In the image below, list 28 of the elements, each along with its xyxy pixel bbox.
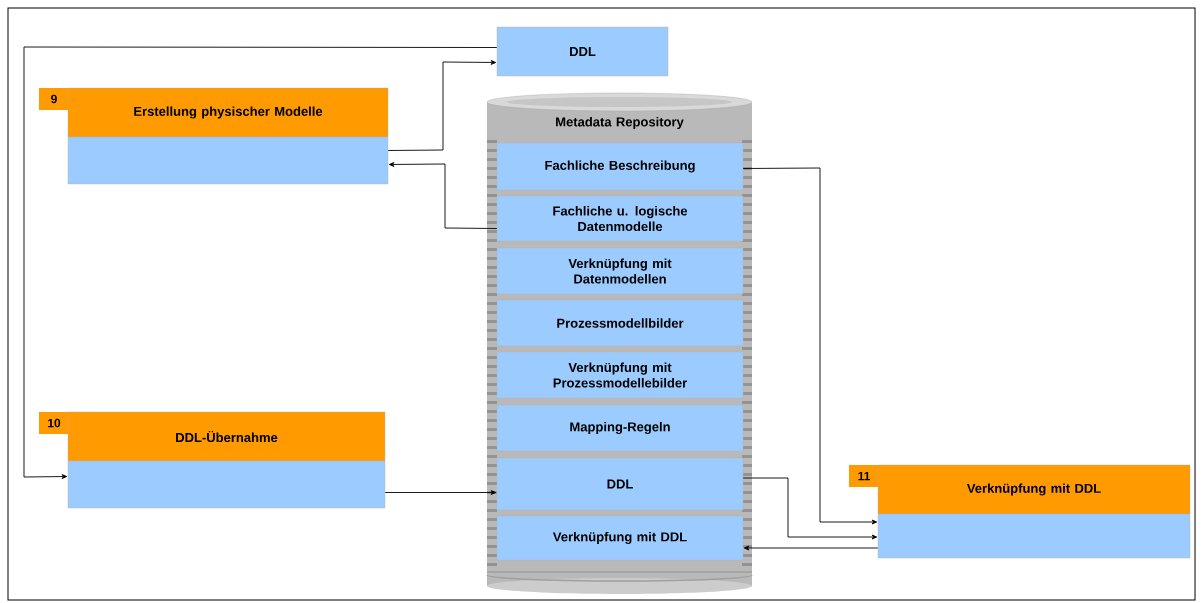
repository-item: Fachliche Beschreibung	[496, 142, 744, 191]
arrow	[743, 545, 879, 551]
header-box: DDL-Übernahme	[67, 411, 386, 462]
number-badge: 10	[39, 412, 69, 434]
arrow	[388, 162, 498, 229]
label-box	[67, 136, 389, 185]
repository-item: Fachliche u. logische Datenmodelle	[496, 195, 744, 242]
repository-item: Verknüpfung mit Prozessmodellebilder	[496, 351, 744, 399]
repository-item: DDL	[496, 457, 744, 511]
label-box: DDL	[496, 26, 669, 77]
arrow	[387, 60, 497, 151]
header-box: Erstellung physischer Modelle	[67, 87, 389, 138]
label-box	[877, 513, 1191, 559]
header-box: Verknüpfung mit DDL	[877, 464, 1191, 515]
number-badge: 11	[849, 465, 879, 487]
node-label: 11	[858, 471, 871, 481]
arrow	[742, 477, 878, 540]
label-box	[67, 460, 386, 509]
arrow	[23, 46, 498, 479]
repository-item: Verknüpfung mit Datenmodellen	[496, 247, 744, 295]
arrow	[384, 490, 497, 495]
repository-item: Mapping-Regeln	[496, 404, 744, 452]
node-label: 9	[51, 94, 57, 104]
repository-item: Verknüpfung mit DDL	[496, 515, 744, 561]
repository-item: Prozessmodellbilder	[496, 299, 744, 347]
arrow	[742, 167, 878, 525]
node-label: 10	[48, 418, 61, 428]
number-badge: 9	[39, 88, 69, 110]
